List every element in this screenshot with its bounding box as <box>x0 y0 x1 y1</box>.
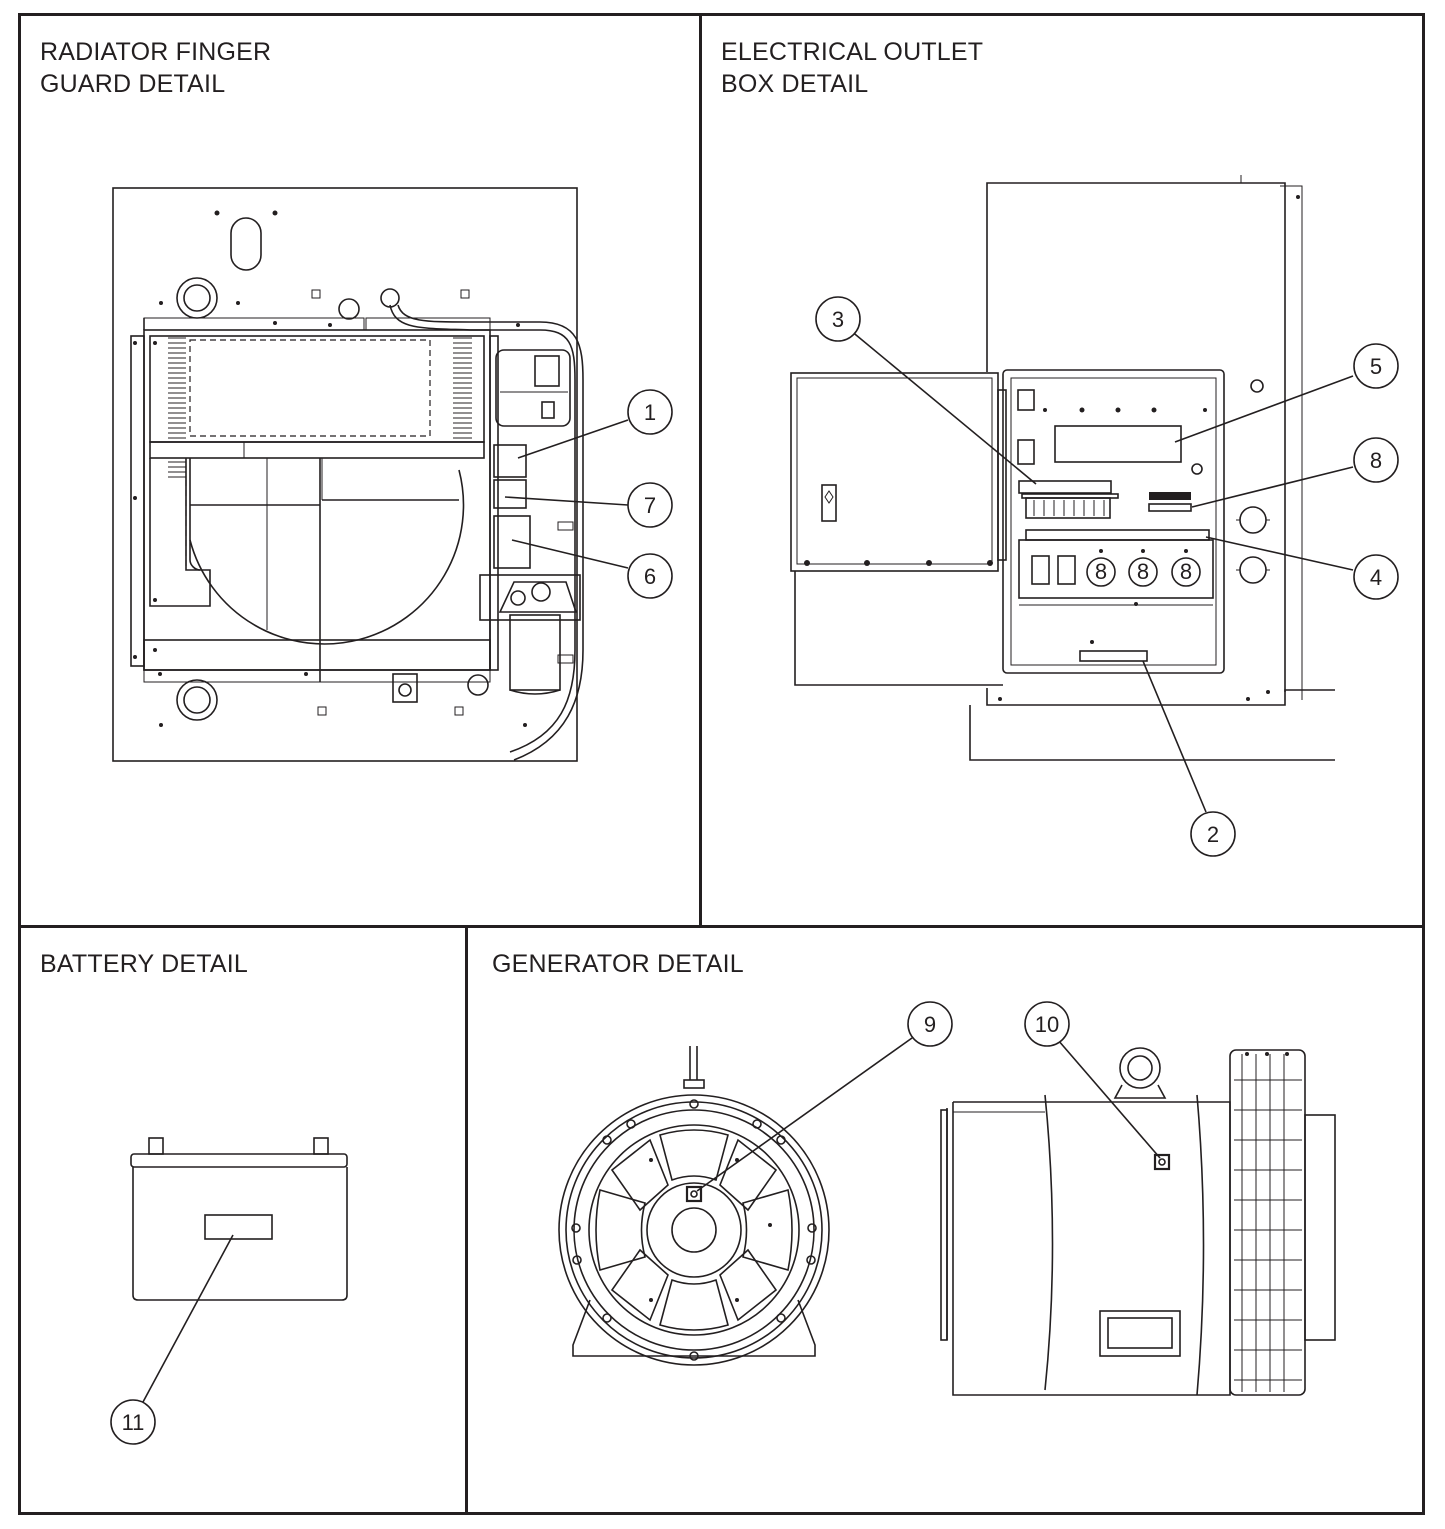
battery-drawing <box>130 1137 348 1403</box>
callout-7: 7 <box>627 482 673 528</box>
svg-text:11: 11 <box>122 1410 145 1435</box>
outlet-callout-leaders <box>849 329 1354 813</box>
callout-4: 4 <box>1353 554 1399 600</box>
svg-text:8: 8 <box>1137 559 1149 584</box>
callout-11: 11 <box>110 1399 156 1445</box>
svg-text:4: 4 <box>1370 565 1382 590</box>
radiator-callout-leaders <box>504 419 629 569</box>
svg-text:7: 7 <box>644 493 656 518</box>
svg-text:1: 1 <box>644 400 656 425</box>
callout-1: 1 <box>627 389 673 435</box>
generator-front-view <box>558 1046 830 1366</box>
callout-8: 8 <box>1353 437 1399 483</box>
svg-text:8: 8 <box>1370 448 1382 473</box>
callout-6: 6 <box>627 553 673 599</box>
battery-panel-title: BATTERY DETAIL <box>40 950 248 978</box>
generator-panel-title: GENERATOR DETAIL <box>492 950 744 978</box>
svg-text:8: 8 <box>1180 559 1192 584</box>
outlet-box-drawing: 8 8 8 <box>790 175 1335 761</box>
callout-5: 5 <box>1353 343 1399 389</box>
svg-text:3: 3 <box>832 307 844 332</box>
callout-10: 10 <box>1024 1001 1070 1047</box>
svg-text:10: 10 <box>1035 1012 1059 1037</box>
svg-text:2: 2 <box>1207 822 1219 847</box>
svg-text:5: 5 <box>1370 354 1382 379</box>
generator-panel-frame <box>465 925 1425 1515</box>
generator-side-view <box>940 1047 1336 1396</box>
radiator-panel-title: RADIATOR FINGER GUARD DETAIL <box>40 38 272 98</box>
radiator-drawing <box>112 187 584 762</box>
svg-text:9: 9 <box>924 1012 936 1037</box>
svg-text:6: 6 <box>644 564 656 589</box>
generator-callout-leaders <box>696 1037 1161 1192</box>
callout-3: 3 <box>815 296 861 342</box>
callout-9: 9 <box>907 1001 953 1047</box>
callout-2: 2 <box>1190 811 1236 857</box>
svg-text:8: 8 <box>1095 559 1107 584</box>
outlet-panel-title: ELECTRICAL OUTLET BOX DETAIL <box>721 38 984 98</box>
